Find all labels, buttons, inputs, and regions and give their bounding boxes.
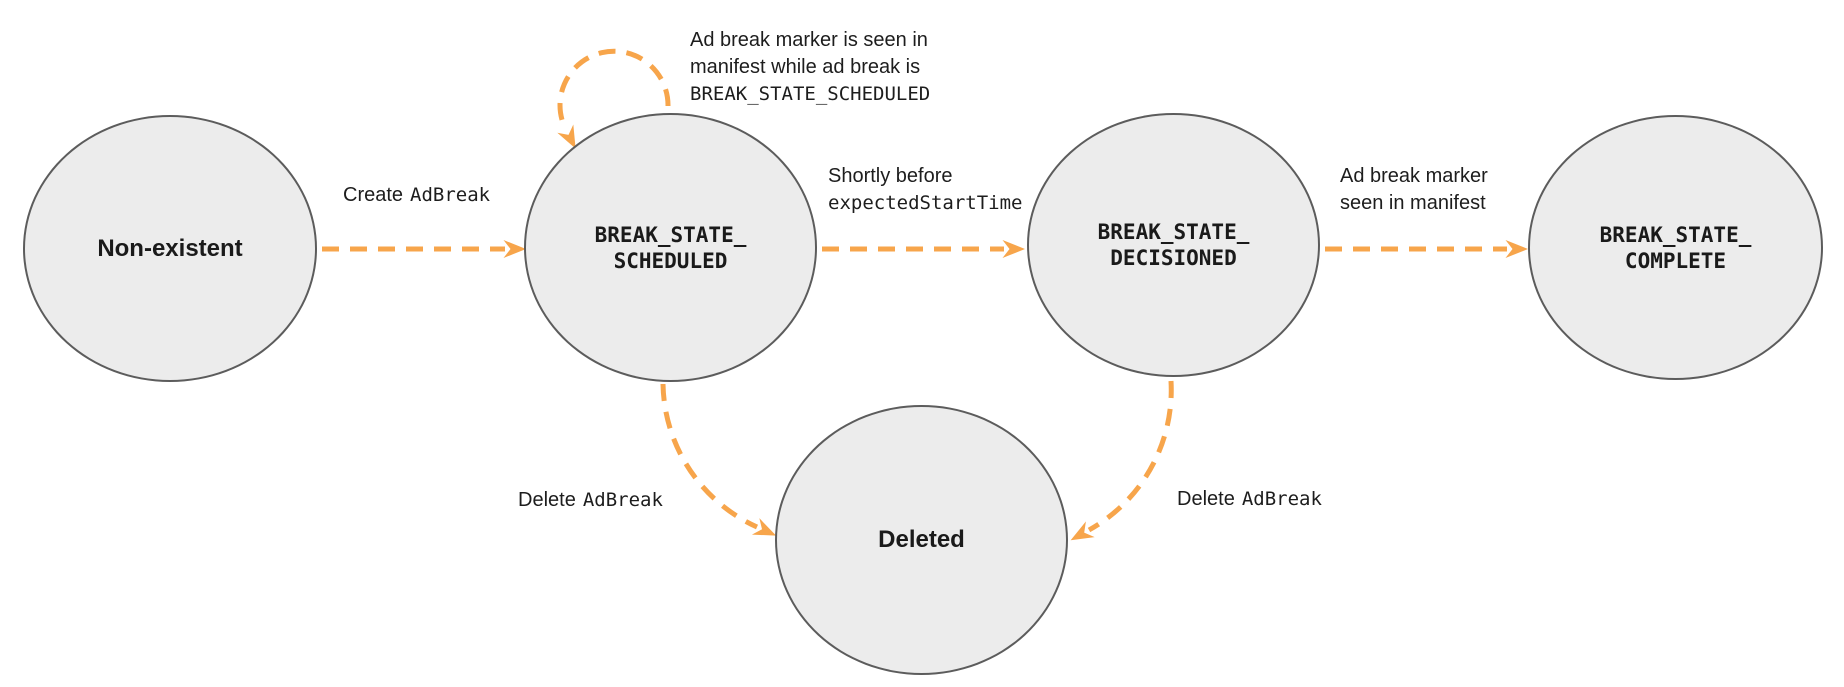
edge-label-text: Shortly before: [828, 165, 953, 187]
edge-label-create-adbreak: Create AdBreak: [343, 182, 490, 209]
state-label: Deleted: [878, 526, 965, 553]
edge-label-delete-adbreak-left: Delete AdBreak: [518, 487, 663, 514]
state-label: BREAK_STATE_ DECISIONED: [1097, 220, 1250, 270]
edge-label-code: AdBreak: [582, 489, 663, 511]
edge-label-text: Delete: [1177, 488, 1235, 510]
edge-label-code: AdBreak: [410, 184, 491, 206]
edge-decisioned-to-deleted: [1070, 380, 1174, 541]
edge-label-text: Ad break marker: [1340, 165, 1488, 187]
state-non-existent: Non-existent: [23, 115, 317, 382]
state-break-state-decisioned: BREAK_STATE_ DECISIONED: [1027, 113, 1320, 377]
state-deleted: Deleted: [775, 405, 1068, 675]
edge-label-code: BREAK_STATE_SCHEDULED: [690, 83, 931, 105]
edge-label-text: seen in manifest: [1340, 192, 1486, 214]
edge-label-code: expectedStartTime: [828, 192, 1023, 214]
edge-label-shortly-before: Shortly before expectedStartTime: [828, 163, 1022, 217]
edge-label-marker-seen: Ad break marker seen in manifest: [1340, 163, 1488, 217]
state-break-state-complete: BREAK_STATE_ COMPLETE: [1528, 115, 1823, 380]
edge-label-text: Delete: [518, 489, 576, 511]
state-label: BREAK_STATE_ COMPLETE: [1599, 222, 1752, 273]
edge-label-text: Create: [343, 184, 404, 206]
edge-label-code: AdBreak: [1241, 488, 1322, 510]
state-label: Non-existent: [97, 234, 243, 262]
edge-label-text: Ad break marker is seen in: [690, 29, 928, 51]
edge-label-text: manifest while ad break is: [690, 56, 921, 78]
state-break-state-scheduled: BREAK_STATE_ SCHEDULED: [524, 113, 817, 382]
edge-scheduled-to-deleted: [660, 383, 777, 536]
state-label: BREAK_STATE_ SCHEDULED: [594, 222, 747, 273]
edge-label-delete-adbreak-right: Delete AdBreak: [1177, 486, 1322, 513]
edge-label-selfloop-scheduled: Ad break marker is seen in manifest whil…: [690, 27, 930, 108]
